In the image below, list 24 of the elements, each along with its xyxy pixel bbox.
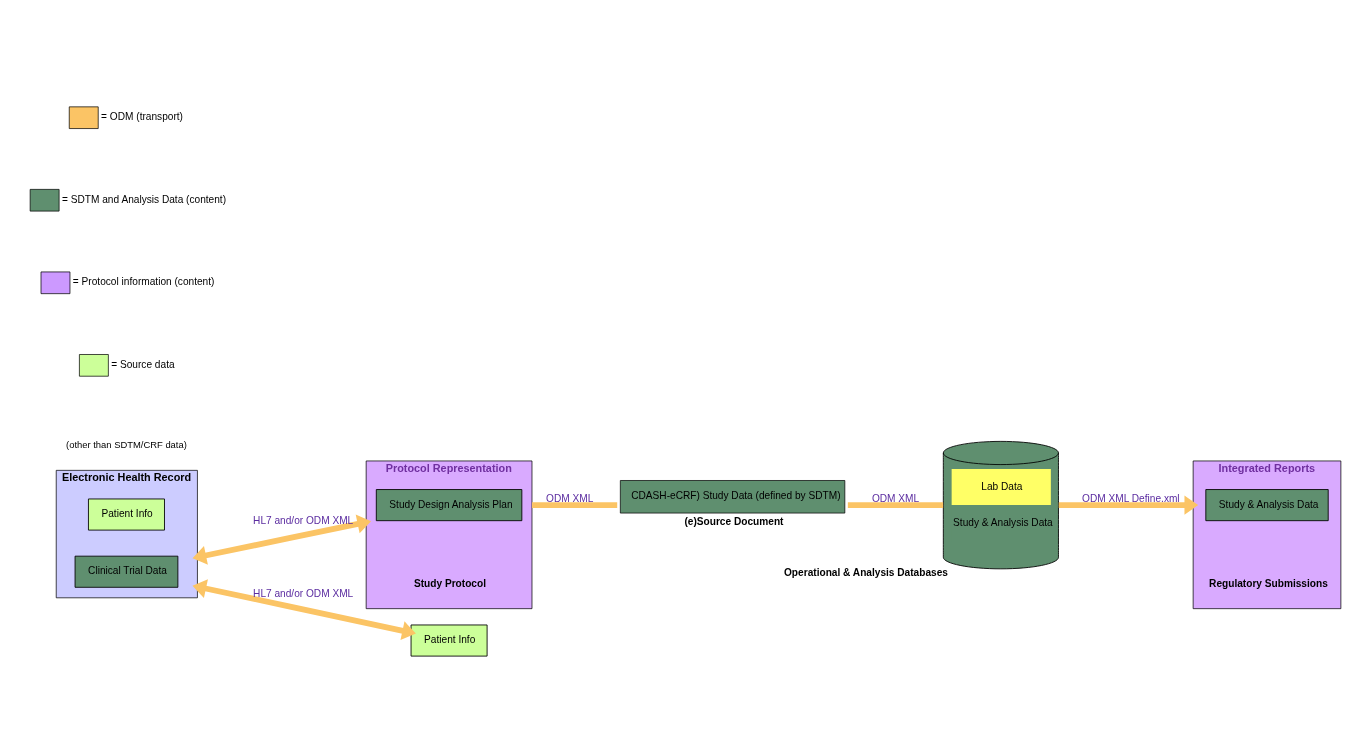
connector	[532, 502, 618, 508]
arrow	[192, 579, 416, 641]
legend-label: = SDTM and Analysis Data (content)	[62, 193, 227, 205]
edge-label: ODM XML	[871, 493, 920, 505]
node-label: Operational & Analysis Databases	[784, 567, 948, 579]
connector	[847, 502, 944, 508]
edge-label: ODM XML Define.xml	[1082, 493, 1180, 505]
edge-label: HL7 and/or ODM XML	[253, 515, 354, 527]
edge-label: ODM XML	[546, 493, 594, 505]
label: (other than SDTM/CRF data)	[66, 439, 187, 451]
node-label: (e)Source Document	[684, 515, 784, 527]
arrow	[192, 514, 372, 565]
node-box: Patient Info	[410, 624, 488, 657]
node-label: Regulatory Submissions	[1209, 578, 1328, 590]
node-box: Study Design Analysis Plan	[375, 489, 523, 522]
legend-label: = ODM (transport)	[101, 111, 183, 123]
node-box: Clinical Trial Data	[74, 555, 179, 588]
node-box: Study & Analysis Data	[1205, 489, 1329, 522]
arrow	[1058, 495, 1199, 515]
edge-label: HL7 and/or ODM XML	[253, 588, 354, 600]
legend-label: = Source data	[111, 359, 175, 371]
node-label: Study Protocol	[413, 578, 486, 590]
node-box: Patient Info	[88, 498, 165, 531]
legend-label: = Protocol information (content)	[72, 276, 215, 288]
